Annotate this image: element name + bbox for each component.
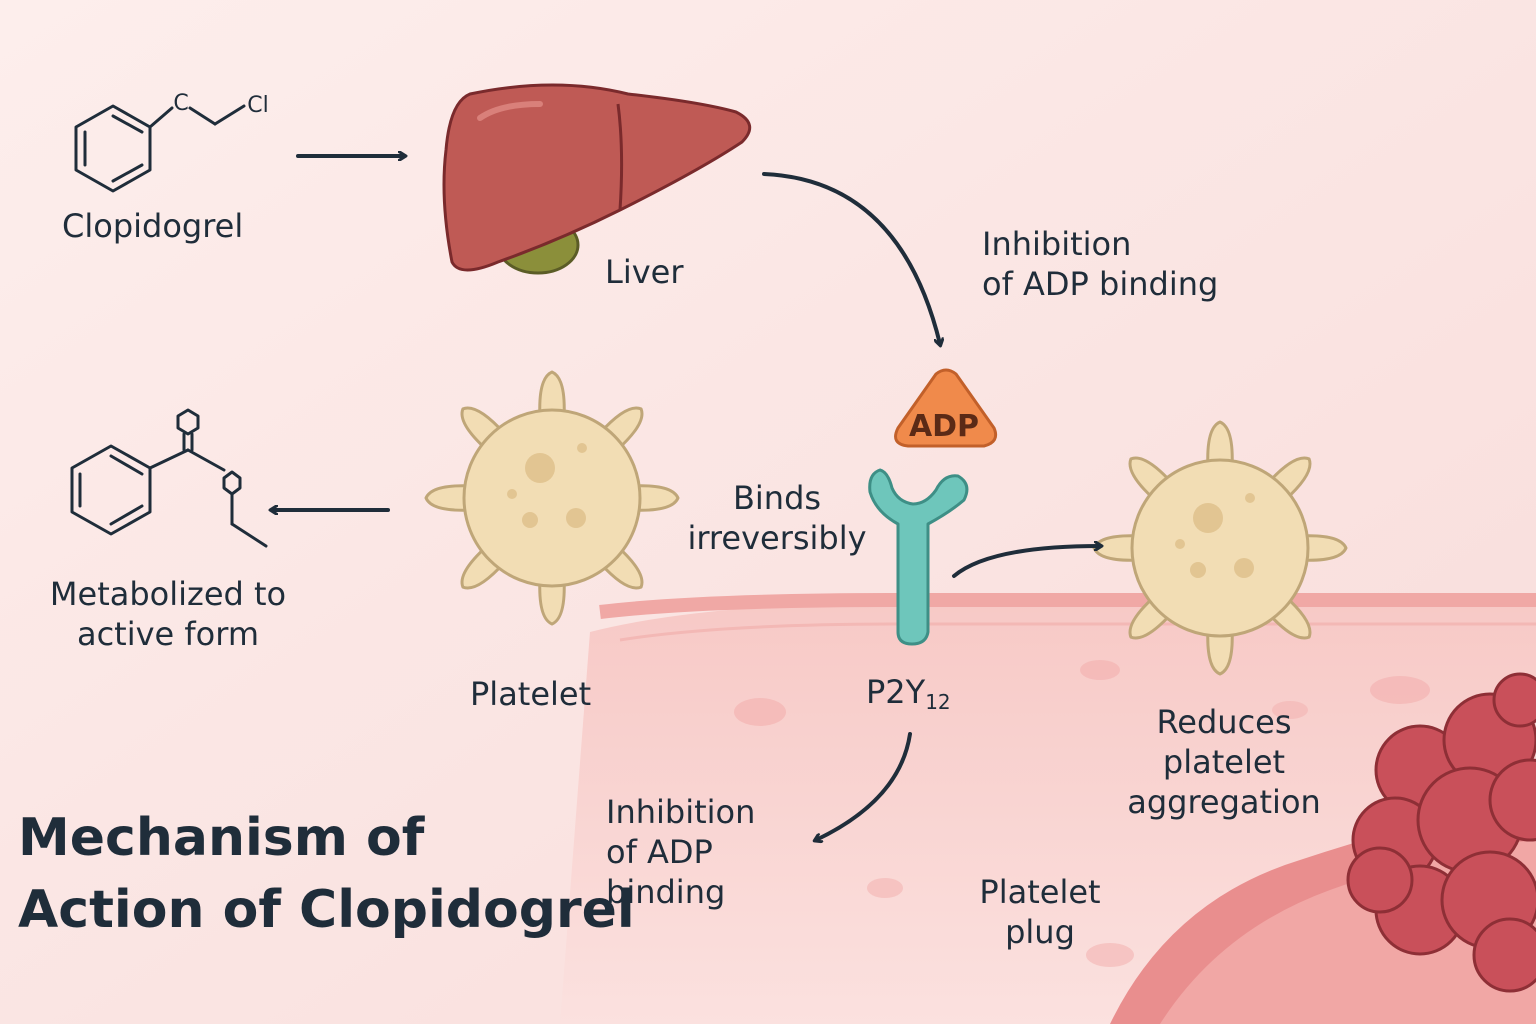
- adp-label: ADP: [909, 409, 979, 444]
- plug-label: Platelet plug: [960, 872, 1120, 952]
- platelet-label: Platelet: [470, 675, 592, 713]
- p2y12-subscript: 12: [925, 690, 951, 714]
- inhibition-bottom-line2: of ADP: [606, 833, 713, 871]
- inhibition-top-line1: Inhibition: [982, 225, 1132, 263]
- arrow-liver-to-receptor: [762, 172, 940, 344]
- binds-line2: irreversibly: [687, 519, 867, 557]
- reduces-label: Reduces platelet aggregation: [1100, 702, 1348, 822]
- reduces-line3: aggregation: [1127, 783, 1321, 821]
- activated-platelet-icon: [1092, 420, 1348, 676]
- clopidogrel-molecule-icon: [74, 104, 246, 193]
- metabolized-line1: Metabolized to: [49, 575, 287, 613]
- reduces-line2: platelet: [1162, 743, 1286, 781]
- binds-line1: Binds: [732, 479, 822, 517]
- inhibition-bottom-line3: binding: [606, 873, 726, 911]
- atom-c-label: C: [173, 91, 188, 116]
- clopidogrel-label: Clopidogrel: [62, 207, 244, 245]
- inhibition-bottom-label: Inhibition of ADP binding: [606, 792, 755, 912]
- inhibition-top-label: Inhibition of ADP binding: [982, 224, 1218, 304]
- inhibition-bottom-line1: Inhibition: [606, 793, 756, 831]
- title-line1: Mechanism of: [18, 808, 425, 868]
- plug-line2: plug: [1005, 913, 1075, 951]
- platelet-icon: [424, 370, 680, 626]
- arrow-to-inhibition: [816, 732, 912, 840]
- active-metabolite-molecule-icon: [70, 408, 268, 548]
- plug-line1: Platelet: [979, 873, 1101, 911]
- page-title: Mechanism of Action of Clopidogrel: [18, 803, 635, 947]
- receptor-icon: [868, 468, 969, 646]
- adp-icon: [894, 368, 998, 448]
- liver-icon: [442, 83, 752, 275]
- metabolized-line2: active form: [76, 615, 260, 653]
- arrow-to-aggregation: [952, 546, 1100, 578]
- liver-label: Liver: [605, 253, 684, 291]
- title-line2: Action of Clopidogrel: [18, 879, 635, 940]
- metabolized-label: Metabolized to active form: [0, 574, 336, 654]
- reduces-line1: Reduces: [1156, 703, 1292, 741]
- p2y12-base: P2Y: [866, 673, 926, 711]
- binds-label: Binds irreversibly: [672, 478, 882, 558]
- p2y12-label: P2Y12: [866, 672, 951, 715]
- clot-icon: [1346, 672, 1536, 993]
- inhibition-top-line2: of ADP binding: [982, 265, 1219, 303]
- atom-cl-label: Cl: [247, 93, 268, 118]
